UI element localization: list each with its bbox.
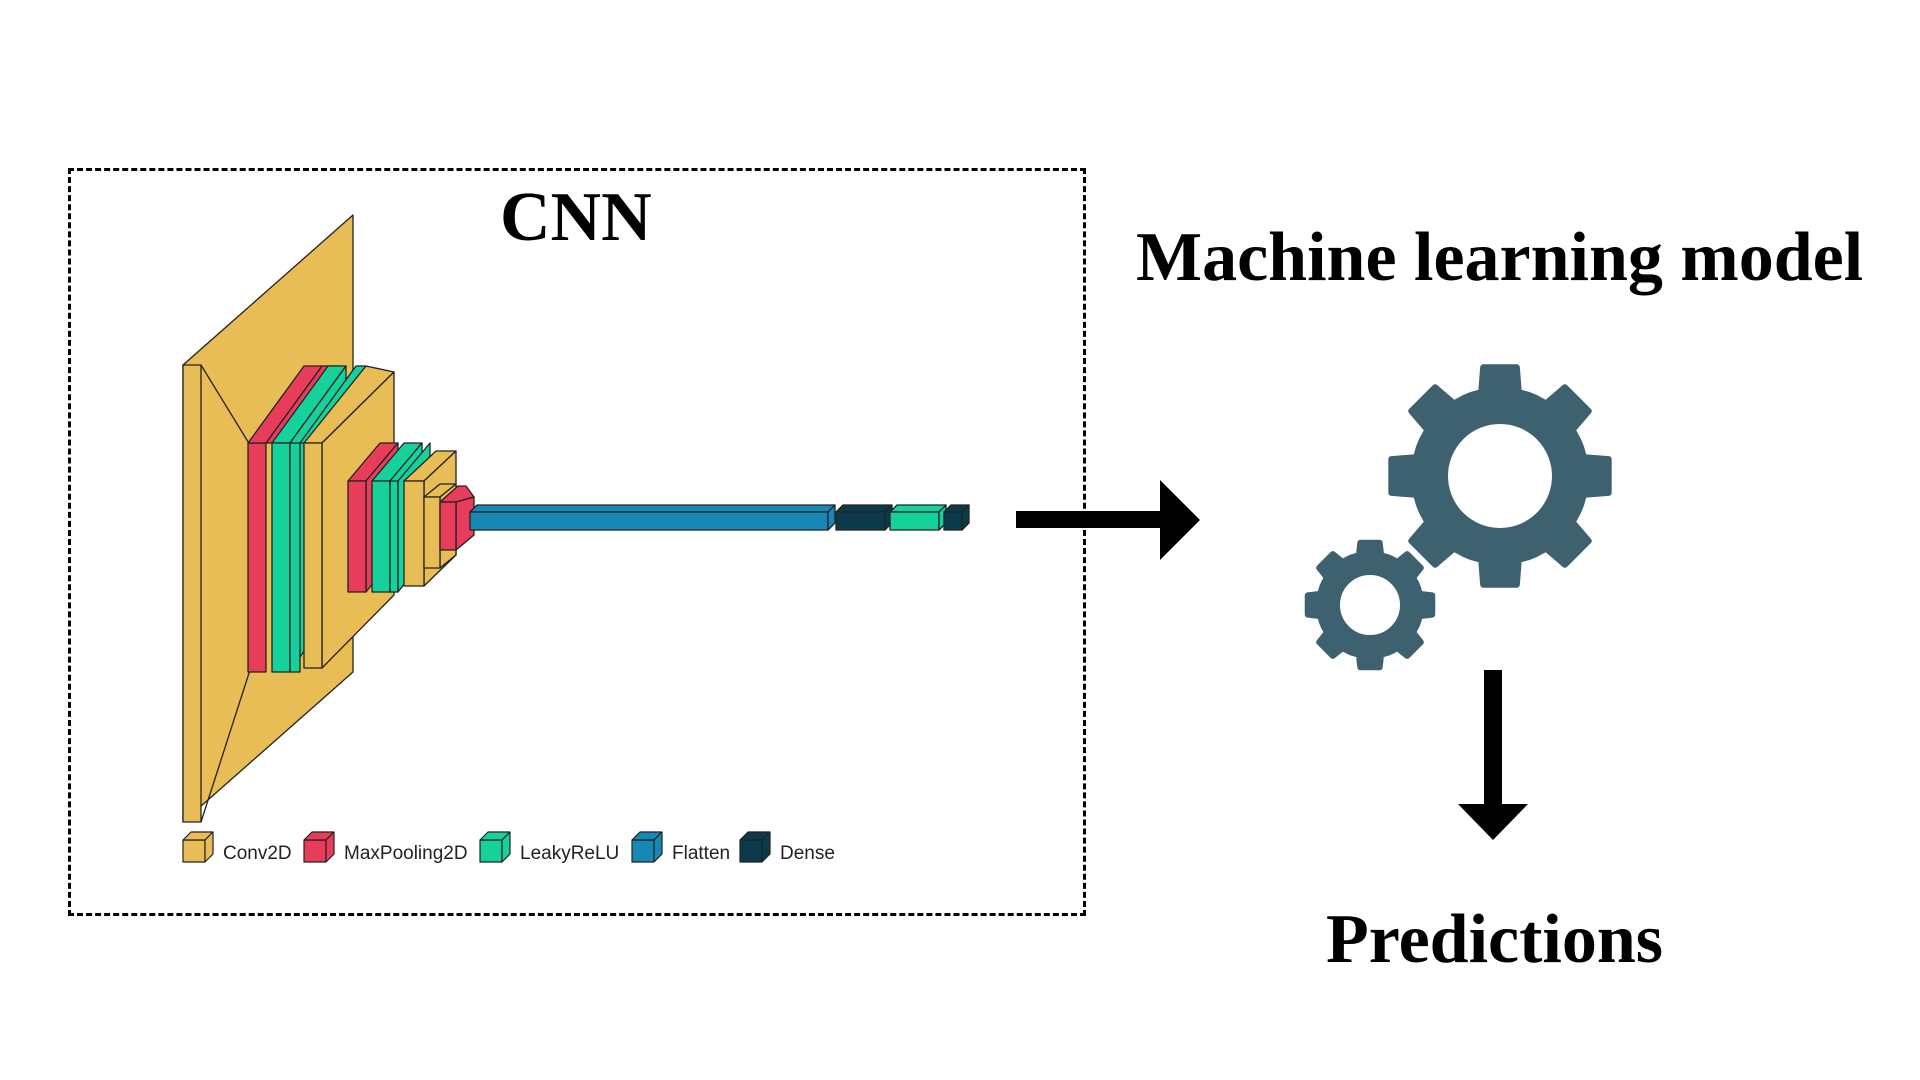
legend-label-maxpooling2d: MaxPooling2D bbox=[344, 843, 468, 864]
cnn-architecture bbox=[182, 214, 970, 823]
legend-swatch-leakyrelu bbox=[479, 831, 511, 863]
gear-small-icon bbox=[1304, 539, 1436, 671]
arrow-right bbox=[1016, 480, 1200, 560]
legend-swatch-flatten bbox=[631, 831, 663, 863]
gear-large-icon bbox=[1388, 364, 1612, 588]
cnn-title: CNN bbox=[500, 179, 652, 256]
legend: Conv2D MaxPooling2D LeakyReLU Flatten Dense bbox=[182, 831, 835, 864]
cnn-dashed-frame bbox=[68, 168, 1086, 916]
legend-swatch-conv2d bbox=[182, 831, 214, 863]
ml-model-title: Machine learning model bbox=[1136, 219, 1864, 296]
legend-label-leakyrelu: LeakyReLU bbox=[520, 843, 619, 864]
dense-layer-2 bbox=[943, 504, 970, 531]
dense-layer-1 bbox=[835, 504, 893, 531]
legend-label-conv2d: Conv2D bbox=[223, 843, 292, 864]
legend-label-flatten: Flatten bbox=[672, 843, 730, 864]
flatten-layer bbox=[469, 504, 836, 531]
legend-swatch-maxpooling2d bbox=[303, 831, 335, 863]
maxpool-layer-3 bbox=[439, 485, 475, 551]
leakyrelu-layer-3 bbox=[889, 504, 947, 531]
predictions-title: Predictions bbox=[1326, 901, 1664, 978]
arrow-down bbox=[1458, 670, 1528, 840]
legend-label-dense: Dense bbox=[780, 843, 835, 864]
legend-swatch-dense bbox=[739, 831, 771, 863]
